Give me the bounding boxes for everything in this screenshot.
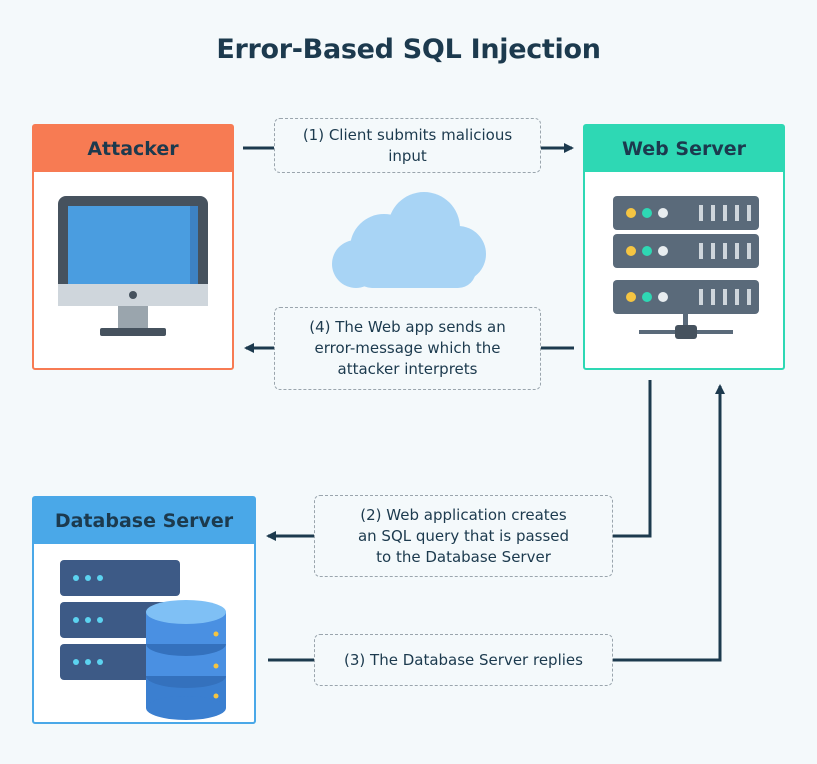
database-server-label: Database Server	[34, 498, 254, 544]
cloud-icon	[332, 192, 486, 288]
web-server-node: Web Server	[583, 124, 785, 370]
database-icon	[60, 560, 226, 720]
server-rack-icon	[613, 196, 759, 339]
step2-label: (2) Web application creates an SQL query…	[314, 495, 613, 577]
step4-label: (4) The Web app sends an error-message w…	[274, 307, 541, 390]
diagram-title: Error-Based SQL Injection	[216, 34, 601, 65]
attacker-label: Attacker	[34, 126, 232, 172]
web-server-label: Web Server	[585, 126, 783, 172]
monitor-icon	[58, 196, 208, 336]
database-server-node: Database Server	[32, 496, 256, 724]
attacker-node: Attacker	[32, 124, 234, 370]
step1-label: (1) Client submits malicious input	[274, 118, 541, 173]
step3-label: (3) The Database Server replies	[314, 634, 613, 686]
